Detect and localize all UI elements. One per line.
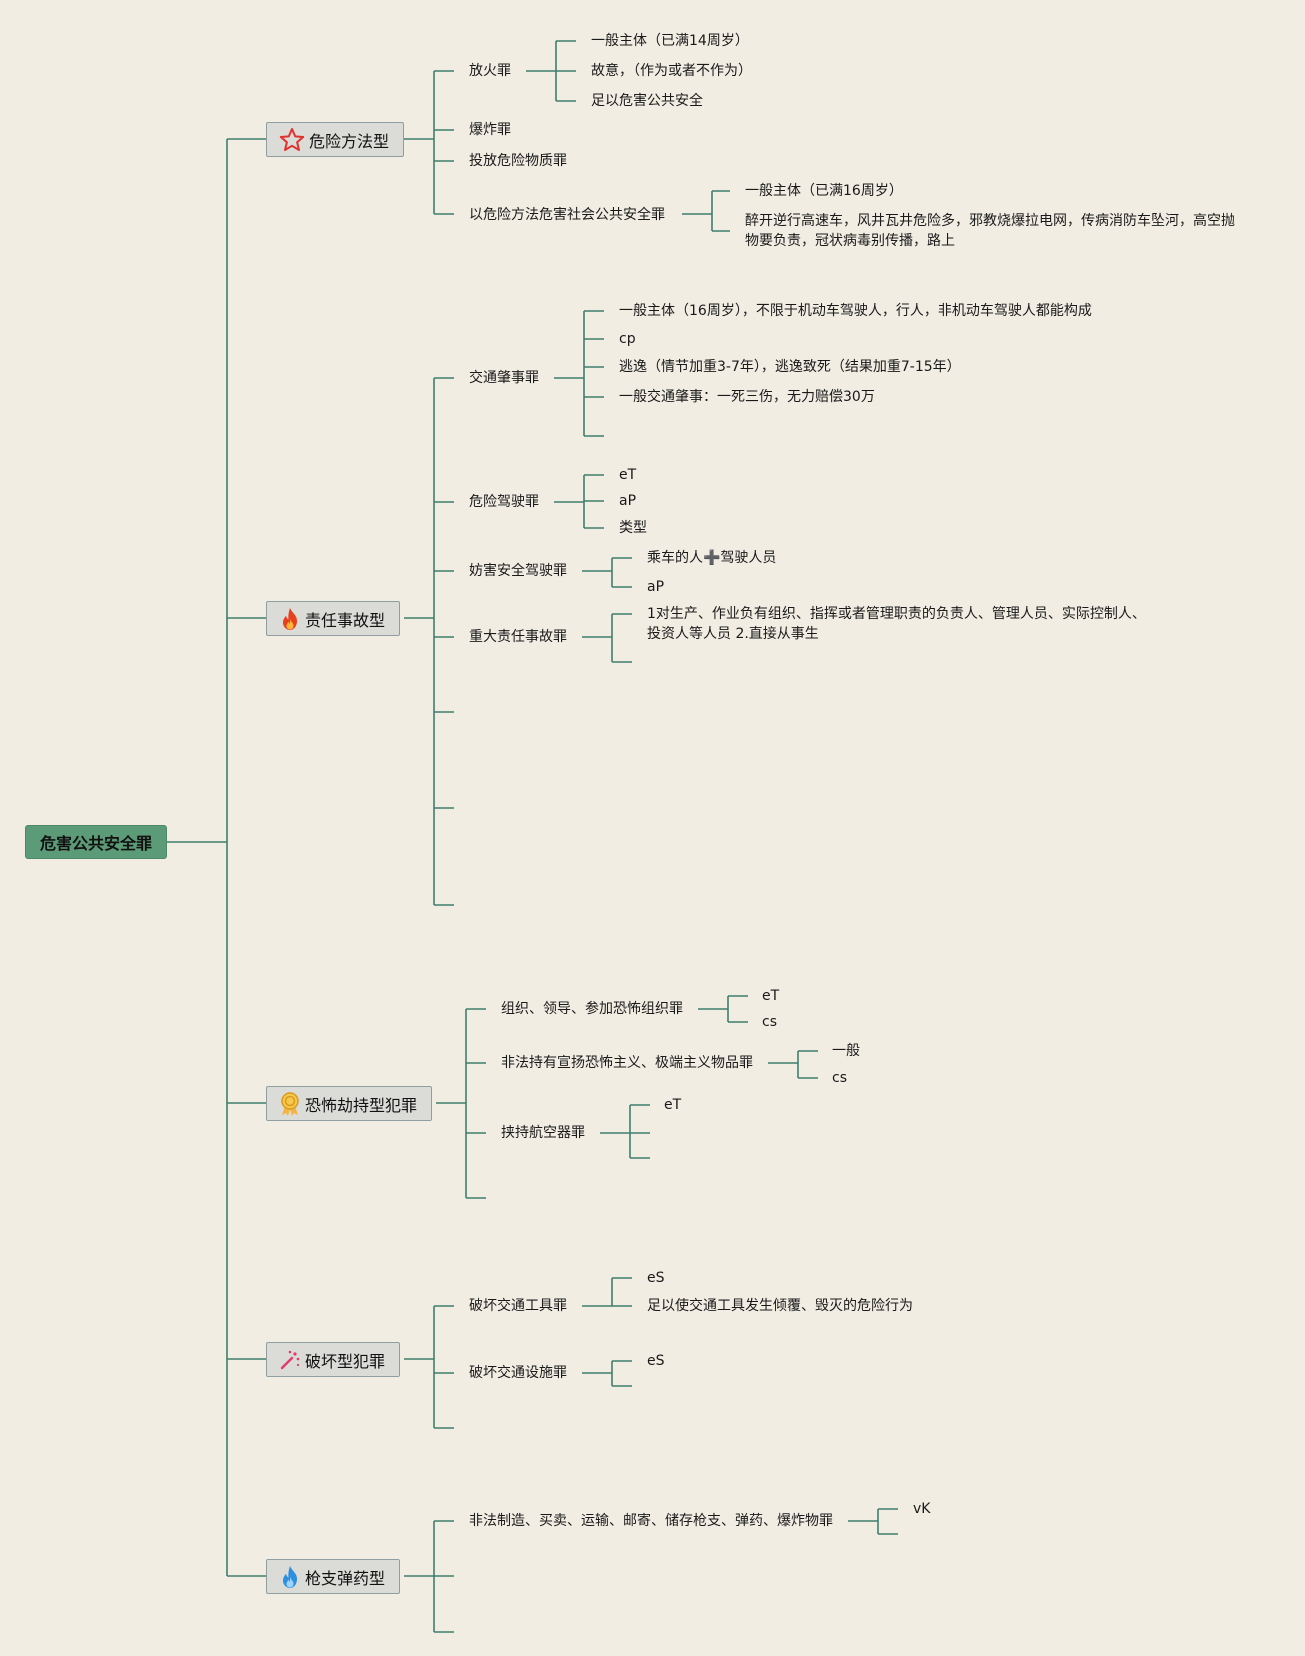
- fire-icon: [283, 607, 297, 630]
- category-dangerous-methods[interactable]: 危险方法型: [266, 122, 405, 157]
- leaf[interactable]: 足以危害公共安全: [591, 93, 703, 109]
- node-damage-vehicles[interactable]: 破坏交通工具罪: [469, 1298, 567, 1314]
- leaf[interactable]: 一般交通肇事：一死三伤，无力赔偿30万: [619, 389, 875, 405]
- category-terror-hijacking[interactable]: 恐怖劫持型犯罪: [266, 1086, 433, 1121]
- leaf[interactable]: 故意，（作为或者不作为）: [591, 63, 752, 79]
- category-sabotage[interactable]: 破坏型犯罪: [266, 1342, 401, 1377]
- leaf-mnemonic[interactable]: 醉开逆行高速车，风井瓦井危险多，邪教烧爆拉电网，传病消防车坠河，高空抛物要负责，…: [745, 213, 1235, 249]
- leaf[interactable]: 1对生产、作业负有组织、指挥或者管理职责的负责人、管理人员、实际控制人、投资人等…: [647, 606, 1146, 642]
- leaf[interactable]: 一般主体（已满16周岁）: [745, 183, 903, 199]
- root-node[interactable]: 危害公共安全罪: [25, 825, 167, 859]
- category-label: 破坏型犯罪: [305, 1351, 386, 1371]
- leaf[interactable]: 类型: [619, 520, 647, 536]
- node-dangerous-methods[interactable]: 以危险方法危害社会公共安全罪: [469, 207, 665, 223]
- leaf[interactable]: eT: [619, 467, 637, 483]
- leaf[interactable]: eS: [647, 1270, 665, 1286]
- leaf[interactable]: aP: [619, 493, 637, 509]
- category-firearms[interactable]: 枪支弹药型: [266, 1559, 401, 1594]
- node-damage-facilities[interactable]: 破坏交通设施罪: [469, 1365, 567, 1381]
- category-liability-accidents[interactable]: 责任事故型: [266, 601, 401, 636]
- node-terror-organization[interactable]: 组织、领导、参加恐怖组织罪: [501, 1001, 683, 1017]
- leaf[interactable]: 一般主体（16周岁），不限于机动车驾驶人，行人，非机动车驾驶人都能构成: [619, 303, 1092, 319]
- leaf[interactable]: eT: [664, 1097, 682, 1113]
- leaf[interactable]: vK: [913, 1501, 931, 1517]
- leaf[interactable]: cs: [832, 1070, 847, 1086]
- leaf[interactable]: 逃逸（情节加重3-7年），逃逸致死（结果加重7-15年）: [619, 359, 961, 375]
- node-arson[interactable]: 放火罪: [469, 63, 511, 79]
- medal-icon: [281, 1091, 299, 1116]
- water-flame-icon: [283, 1565, 297, 1588]
- leaf[interactable]: 一般: [832, 1043, 860, 1059]
- leaf[interactable]: aP: [647, 579, 665, 595]
- category-label: 恐怖劫持型犯罪: [305, 1095, 418, 1115]
- node-aircraft-hijacking[interactable]: 挟持航空器罪: [501, 1125, 585, 1141]
- category-label: 危险方法型: [309, 131, 390, 151]
- node-dangerous-driving[interactable]: 危险驾驶罪: [469, 494, 539, 510]
- category-label: 枪支弹药型: [305, 1568, 386, 1588]
- category-label: 责任事故型: [305, 610, 386, 630]
- leaf[interactable]: 乘车的人➕驾驶人员: [647, 550, 777, 566]
- node-explosion[interactable]: 爆炸罪: [469, 122, 511, 138]
- node-obstructing-driving[interactable]: 妨害安全驾驶罪: [469, 563, 567, 579]
- leaf[interactable]: eT: [762, 988, 780, 1004]
- star-icon: [279, 127, 305, 151]
- magic-wand-icon: [280, 1350, 300, 1369]
- leaf[interactable]: cs: [762, 1014, 777, 1030]
- leaf[interactable]: 一般主体（已满14周岁）: [591, 33, 749, 49]
- leaf[interactable]: eS: [647, 1353, 665, 1369]
- leaf[interactable]: 足以使交通工具发生倾覆、毁灭的危险行为: [647, 1298, 913, 1314]
- node-traffic-accident[interactable]: 交通肇事罪: [469, 370, 539, 386]
- node-illegal-firearms[interactable]: 非法制造、买卖、运输、邮寄、储存枪支、弹药、爆炸物罪: [469, 1513, 833, 1529]
- leaf[interactable]: cp: [619, 331, 636, 347]
- node-major-liability[interactable]: 重大责任事故罪: [469, 629, 567, 645]
- node-extremist-materials[interactable]: 非法持有宣扬恐怖主义、极端主义物品罪: [501, 1055, 753, 1071]
- node-dangerous-substances[interactable]: 投放危险物质罪: [469, 153, 567, 169]
